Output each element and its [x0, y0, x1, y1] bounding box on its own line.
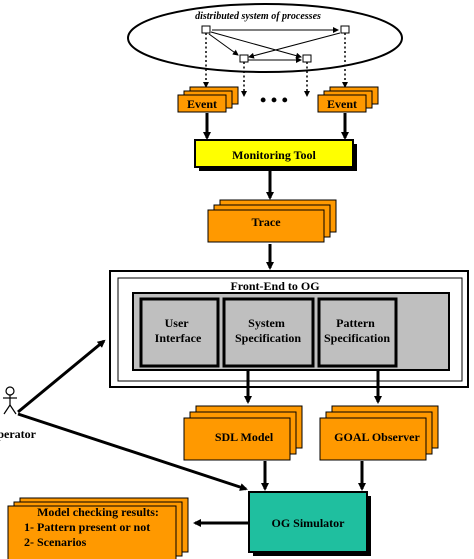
message-arrow	[208, 33, 239, 56]
arrow-operator-to-frontend	[17, 339, 106, 414]
process-node-1	[201, 25, 211, 34]
process-node-3	[239, 54, 249, 63]
front-end: Front-End to OG User Interface System Sp…	[109, 270, 469, 388]
event-right: Event	[317, 86, 379, 113]
process-node-4	[302, 54, 312, 63]
monitoring-tool-label: Monitoring Tool	[232, 148, 316, 162]
goal-observer-label: GOAL Observer	[334, 430, 420, 444]
process-cluster: distributed system of processes	[127, 3, 403, 73]
front-end-title: Front-End to OG	[230, 279, 319, 293]
results-title: Model checking results:	[37, 505, 159, 519]
arrow-operator-to-simulator	[17, 412, 248, 491]
system-spec-label: System Specification	[235, 316, 301, 345]
monitoring-tool: Monitoring Tool	[194, 139, 357, 171]
process-node-2	[340, 25, 350, 34]
og-simulator-label: OG Simulator	[271, 516, 345, 530]
operator-label: Operator	[0, 427, 37, 441]
sdl-model-label: SDL Model	[215, 430, 274, 444]
more-events-ellipsis: • • •	[260, 90, 288, 110]
trace-label: Trace	[251, 215, 281, 229]
message-arrow	[248, 32, 341, 59]
event-left-label: Event	[187, 97, 217, 111]
user-interface-label: User Interface	[155, 316, 202, 345]
model-checking-results: Model checking results: 1- Pattern prese…	[7, 497, 189, 559]
event-flows	[203, 33, 348, 97]
results-item-2: 2- Scenarios	[24, 535, 87, 549]
event-right-label: Event	[327, 97, 357, 111]
og-simulator: OG Simulator	[248, 491, 371, 556]
results-item-1: 1- Pattern present or not	[24, 520, 150, 534]
goal-observer: GOAL Observer	[319, 405, 439, 461]
pattern-spec-label: Pattern Specification	[324, 316, 390, 345]
sdl-model: SDL Model	[183, 405, 303, 461]
operator-head-icon	[5, 386, 15, 396]
cluster-label: distributed system of processes	[195, 11, 321, 22]
trace: Trace	[207, 199, 337, 243]
message-arrow	[210, 31, 302, 59]
operator	[3, 386, 17, 415]
event-left: Event	[177, 86, 239, 113]
